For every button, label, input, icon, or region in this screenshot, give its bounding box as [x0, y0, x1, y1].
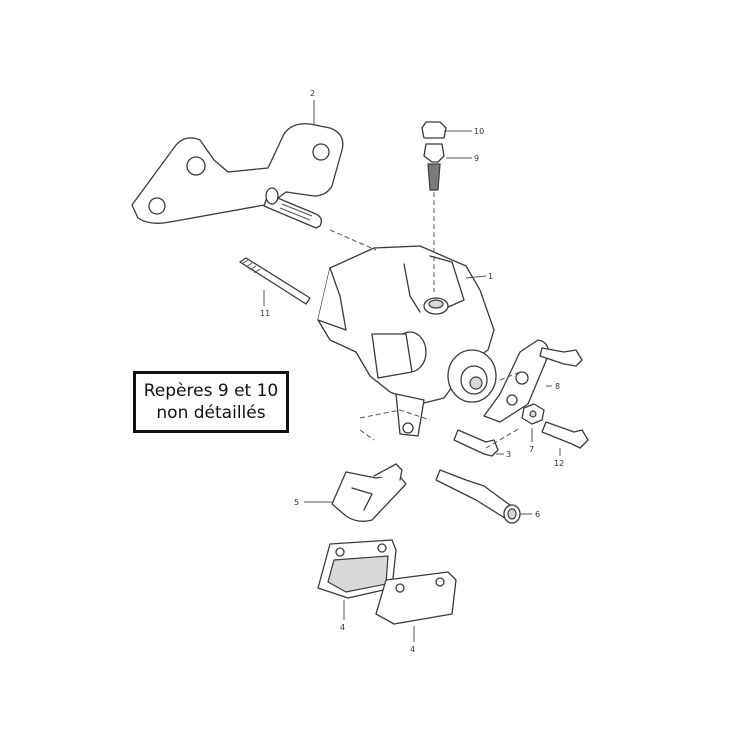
- bleed-cap: [421, 121, 447, 139]
- note-box: Repères 9 et 10 non détaillés: [133, 371, 289, 433]
- callout-7: 7: [529, 445, 534, 454]
- brake-pad-right: [375, 571, 457, 625]
- callout-4-right: 4: [410, 645, 415, 654]
- upper-bolt: [539, 347, 583, 367]
- nut: [521, 403, 545, 425]
- callout-11: 10: [474, 127, 484, 136]
- caliper-body: [317, 245, 497, 437]
- callout-1: 1: [488, 272, 493, 281]
- mounting-bracket: [131, 123, 344, 224]
- note-line-2: non détaillés: [156, 403, 266, 423]
- caliper-plate: [483, 339, 549, 423]
- note-line-1: Repères 9 et 10: [143, 381, 279, 401]
- guide-bolt: [239, 257, 311, 305]
- callout-10: 9: [474, 154, 479, 163]
- bracket-pin: [263, 187, 322, 229]
- callout-6: 6: [535, 510, 540, 519]
- callout-9: 11: [260, 309, 270, 318]
- callout-8: 8: [555, 382, 560, 391]
- callout-2: 2: [310, 89, 315, 98]
- pad-spring: [331, 463, 407, 522]
- callout-12: 12: [554, 459, 564, 468]
- callout-3: 3: [506, 450, 511, 459]
- small-screw: [453, 429, 499, 457]
- bolt: [541, 421, 589, 449]
- bleed-screw: [423, 143, 445, 191]
- callout-5: 5: [294, 498, 299, 507]
- slide-pin: [435, 469, 521, 524]
- callout-4-left: 4: [340, 623, 345, 632]
- leader-lines: [263, 100, 561, 642]
- brake-pad-left: [317, 539, 397, 599]
